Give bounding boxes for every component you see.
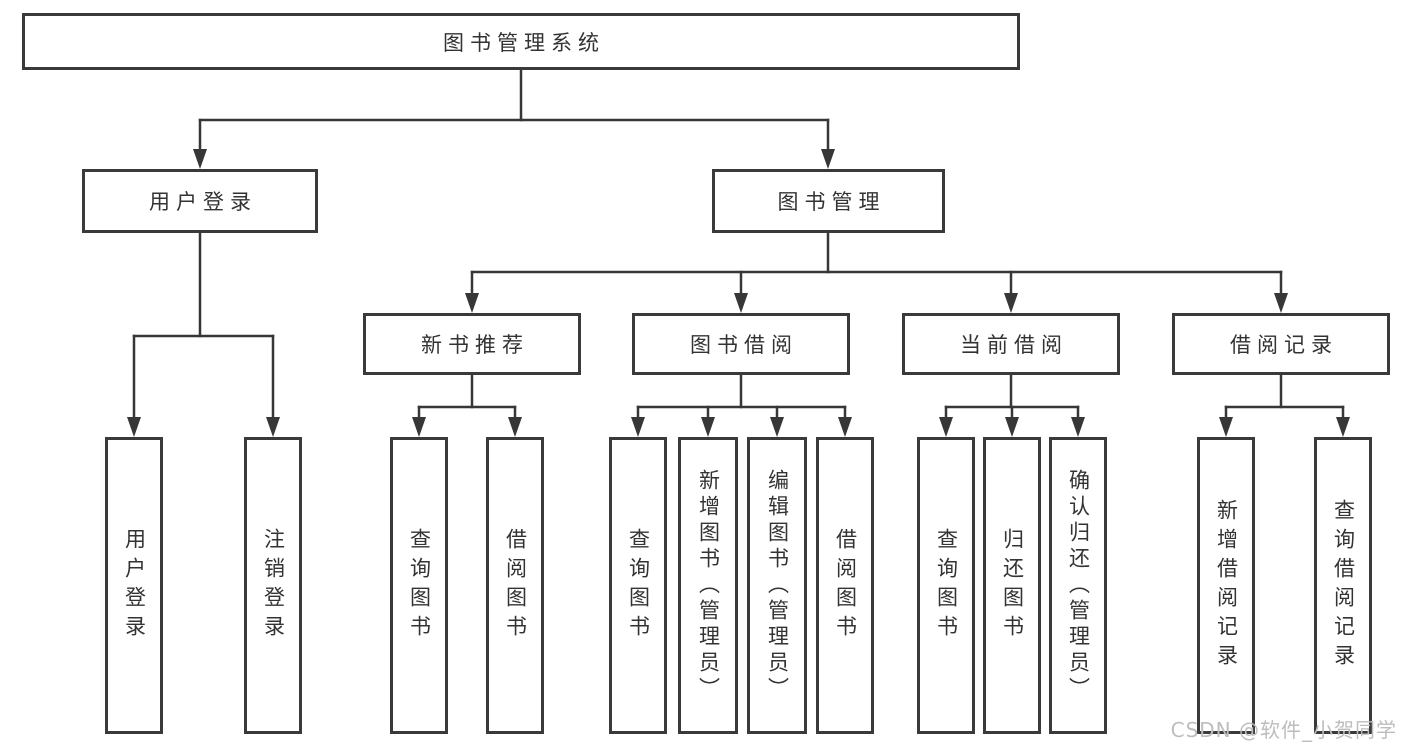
node-book-management: 图书管理 bbox=[712, 169, 945, 233]
leaf-query-books-borrow: 查询图书 bbox=[609, 437, 667, 734]
leaf-label: 新增图书（管理员） bbox=[696, 468, 721, 703]
node-current-borrow: 当前借阅 bbox=[902, 313, 1120, 375]
leaf-confirm-return-admin: 确认归还（管理员） bbox=[1049, 437, 1107, 734]
node-label: 借阅记录 bbox=[1230, 333, 1338, 357]
leaf-borrow-books-borrow: 借阅图书 bbox=[816, 437, 874, 734]
node-library-management-system: 图书管理系统 bbox=[22, 13, 1020, 70]
leaf-label: 用户登录 bbox=[122, 527, 147, 644]
leaf-add-book-admin: 新增图书（管理员） bbox=[678, 437, 738, 734]
leaf-label: 借阅图书 bbox=[503, 527, 528, 644]
leaf-logout: 注销登录 bbox=[244, 437, 302, 734]
node-borrow-records: 借阅记录 bbox=[1172, 313, 1390, 375]
node-label: 图书管理 bbox=[777, 190, 886, 214]
leaf-label: 查询图书 bbox=[934, 527, 959, 644]
leaf-add-borrow-record: 新增借阅记录 bbox=[1197, 437, 1255, 734]
leaf-label: 归还图书 bbox=[1000, 527, 1025, 644]
leaf-return-book: 归还图书 bbox=[983, 437, 1041, 734]
node-label: 当前借阅 bbox=[960, 333, 1068, 357]
leaf-query-books-recommend: 查询图书 bbox=[390, 437, 448, 734]
leaf-label: 编辑图书（管理员） bbox=[765, 468, 790, 703]
node-user-login: 用户登录 bbox=[82, 169, 318, 233]
leaf-edit-book-admin: 编辑图书（管理员） bbox=[747, 437, 807, 734]
leaf-label: 借阅图书 bbox=[833, 527, 858, 644]
leaf-label: 查询借阅记录 bbox=[1331, 498, 1356, 673]
node-label: 用户登录 bbox=[149, 190, 257, 214]
leaf-borrow-books-recommend: 借阅图书 bbox=[486, 437, 544, 734]
leaf-label: 查询图书 bbox=[626, 527, 651, 644]
node-label: 新书推荐 bbox=[421, 333, 529, 357]
leaf-label: 查询图书 bbox=[407, 527, 432, 644]
node-book-borrow: 图书借阅 bbox=[632, 313, 850, 375]
leaf-user-login: 用户登录 bbox=[105, 437, 163, 734]
leaf-label: 新增借阅记录 bbox=[1214, 498, 1239, 673]
node-label: 图书管理系统 bbox=[443, 30, 605, 55]
leaf-query-borrow-record: 查询借阅记录 bbox=[1314, 437, 1372, 734]
leaf-label: 确认归还（管理员） bbox=[1066, 468, 1091, 703]
node-label: 图书借阅 bbox=[690, 333, 798, 357]
node-new-book-recommend: 新书推荐 bbox=[363, 313, 581, 375]
leaf-label: 注销登录 bbox=[261, 527, 286, 644]
csdn-watermark: CSDN @软件_小贺同学 bbox=[1170, 718, 1397, 742]
leaf-query-books-current: 查询图书 bbox=[917, 437, 975, 734]
